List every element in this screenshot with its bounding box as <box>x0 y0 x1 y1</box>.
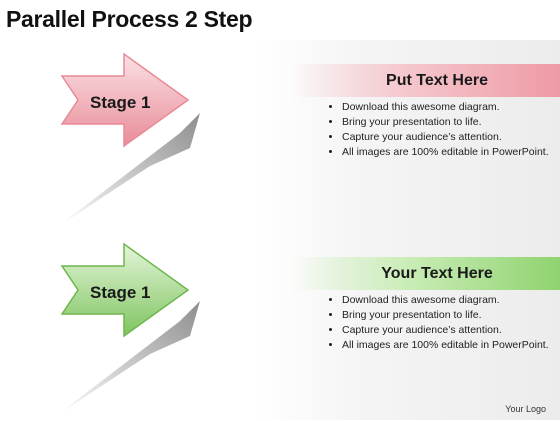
stage-2-header-bar: Your Text Here <box>292 257 560 290</box>
stage-2-header-text: Your Text Here <box>381 264 493 282</box>
list-item: All images are 100% editable in PowerPoi… <box>342 145 549 160</box>
list-item: Bring your presentation to life. <box>342 308 549 323</box>
stage-2-bullet-list: Download this awesome diagram. Bring you… <box>326 293 549 353</box>
stage-2-arrow-body <box>60 242 190 338</box>
page-title: Parallel Process 2 Step <box>6 6 253 32</box>
stage-1-label: Stage 1 <box>90 93 151 112</box>
list-item: Download this awesome diagram. <box>342 100 549 115</box>
stage-1-arrow-body <box>60 52 190 148</box>
list-item: Capture your audience’s attention. <box>342 130 549 145</box>
stage-1-header-text: Put Text Here <box>386 71 488 89</box>
list-item: Bring your presentation to life. <box>342 115 549 130</box>
list-item: Download this awesome diagram. <box>342 293 549 308</box>
stage-1-header-bar: Put Text Here <box>292 64 560 97</box>
logo-text: Your Logo <box>505 404 546 414</box>
content-panel-background <box>255 40 560 420</box>
list-item: Capture your audience’s attention. <box>342 323 549 338</box>
stage-2-label: Stage 1 <box>90 283 151 302</box>
stage-2-arrow <box>56 242 200 416</box>
stage-1-bullet-list: Download this awesome diagram. Bring you… <box>326 100 549 160</box>
stage-1-arrow <box>56 52 200 228</box>
list-item: All images are 100% editable in PowerPoi… <box>342 338 549 353</box>
